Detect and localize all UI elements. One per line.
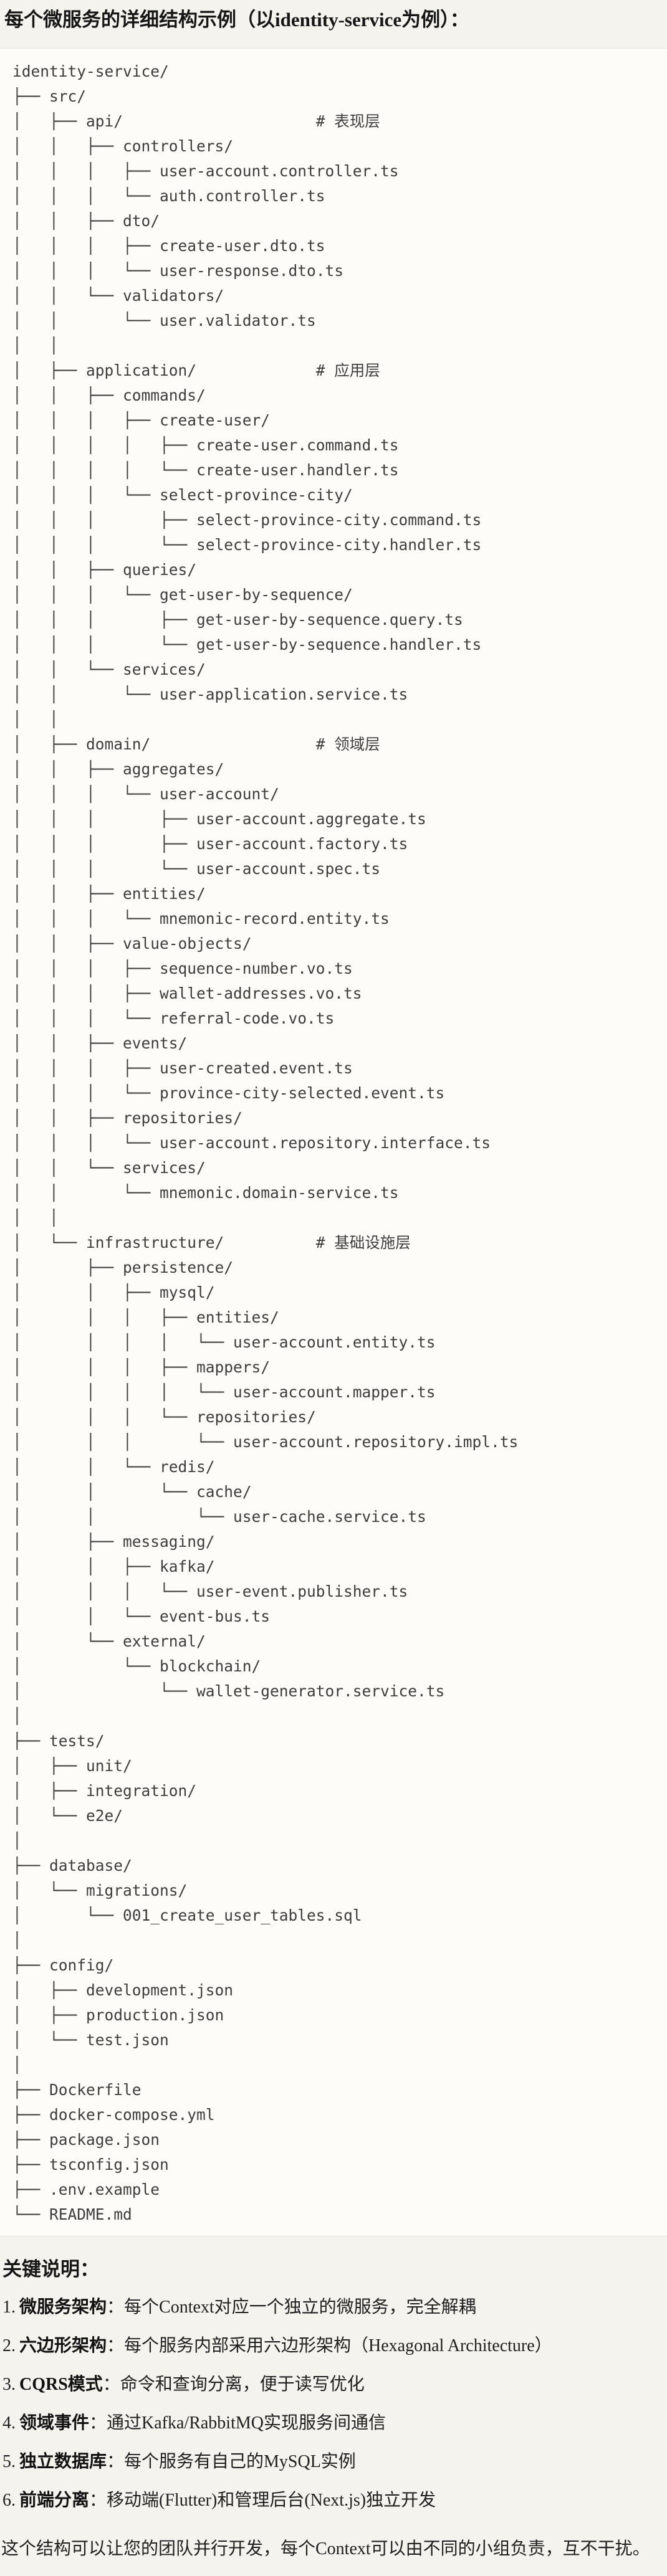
note-number: 6. bbox=[2, 2491, 16, 2510]
note-term: 领域事件 bbox=[19, 2413, 90, 2433]
note-number: 5. bbox=[2, 2452, 16, 2471]
note-desc: ：通过Kafka/RabbitMQ实现服务间通信 bbox=[89, 2413, 386, 2433]
note-item-frontend-split: 6.前端分离：移动端(Flutter)和管理后台(Next.js)独立开发 bbox=[2, 2491, 667, 2511]
note-item-microservice: 1.微服务架构：每个Context对应一个独立的微服务，完全解耦 bbox=[2, 2298, 667, 2317]
note-item-independent-db: 5.独立数据库：每个服务有自己的MySQL实例 bbox=[2, 2452, 667, 2472]
note-term: 微服务架构 bbox=[19, 2298, 107, 2317]
notes-list: 1.微服务架构：每个Context对应一个独立的微服务，完全解耦 2.六边形架构… bbox=[0, 2298, 667, 2511]
notes-heading: 关键说明： bbox=[2, 2258, 99, 2280]
note-desc: ：每个服务内部采用六边形架构（Hexagonal Architecture） bbox=[107, 2336, 552, 2355]
note-item-domain-events: 4.领域事件：通过Kafka/RabbitMQ实现服务间通信 bbox=[2, 2413, 667, 2433]
note-desc: ：每个Context对应一个独立的微服务，完全解耦 bbox=[107, 2298, 476, 2317]
note-desc: ：每个服务有自己的MySQL实例 bbox=[107, 2452, 356, 2471]
page-title: 每个微服务的详细结构示例（以identity-service为例）： bbox=[4, 9, 469, 31]
note-number: 2. bbox=[2, 2336, 16, 2355]
note-number: 3. bbox=[2, 2375, 16, 2394]
note-number: 4. bbox=[2, 2413, 16, 2433]
note-term: 前端分离 bbox=[19, 2491, 90, 2510]
note-desc: ：移动端(Flutter)和管理后台(Next.js)独立开发 bbox=[89, 2491, 436, 2510]
note-term: CQRS模式 bbox=[19, 2375, 103, 2394]
note-term: 独立数据库 bbox=[19, 2452, 107, 2471]
directory-tree: identity-service/ ├── src/ │ ├── api/ # … bbox=[12, 62, 519, 2223]
note-term: 六边形架构 bbox=[19, 2336, 107, 2355]
note-item-cqrs: 3.CQRS模式：命令和查询分离，便于读写优化 bbox=[2, 2375, 667, 2395]
note-desc: ：命令和查询分离，便于读写优化 bbox=[102, 2375, 365, 2394]
note-item-hexagonal: 2.六边形架构：每个服务内部采用六边形架构（Hexagonal Architec… bbox=[2, 2336, 667, 2356]
code-block: identity-service/ ├── src/ │ ├── api/ # … bbox=[0, 48, 667, 2236]
closing-paragraph: 这个结构可以让您的团队并行开发，每个Context可以由不同的小组负责，互不干扰… bbox=[1, 2539, 650, 2559]
note-number: 1. bbox=[2, 2298, 16, 2317]
